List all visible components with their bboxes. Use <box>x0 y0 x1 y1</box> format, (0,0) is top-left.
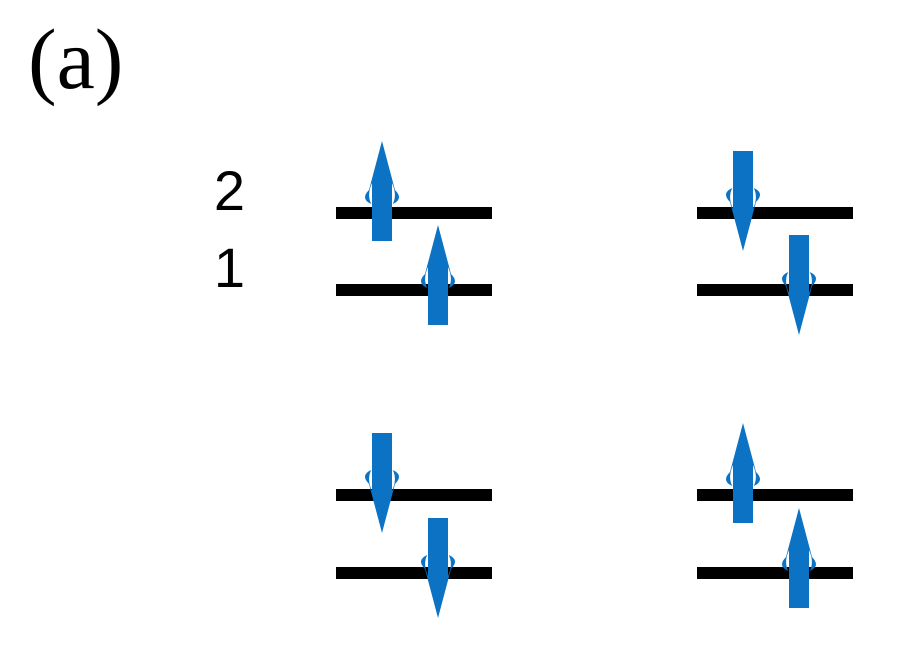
spin-arrow-bottom-right-level1-up <box>782 508 816 608</box>
panel-label: (a) <box>28 11 124 107</box>
level-bar-top-left-level2 <box>336 207 492 219</box>
spin-arrow-bottom-right-level2-up <box>726 423 760 523</box>
level-bar-top-left-level1 <box>336 284 492 296</box>
level-label-2: 2 <box>213 159 245 222</box>
level-bar-top-right-level2 <box>697 207 853 219</box>
spin-arrow-top-left-level1-up <box>421 225 455 325</box>
level-bar-bottom-right-level1 <box>697 567 853 579</box>
spin-arrow-bottom-left-level2-down <box>365 433 399 533</box>
level-bar-bottom-left-level2 <box>336 489 492 501</box>
level-bar-top-right-level1 <box>697 284 853 296</box>
level-label-1: 1 <box>213 236 245 299</box>
level-bar-bottom-left-level1 <box>336 567 492 579</box>
spin-arrow-top-left-level2-up <box>365 141 399 241</box>
spin-arrow-top-right-level2-down <box>726 151 760 251</box>
level-bar-bottom-right-level2 <box>697 489 853 501</box>
